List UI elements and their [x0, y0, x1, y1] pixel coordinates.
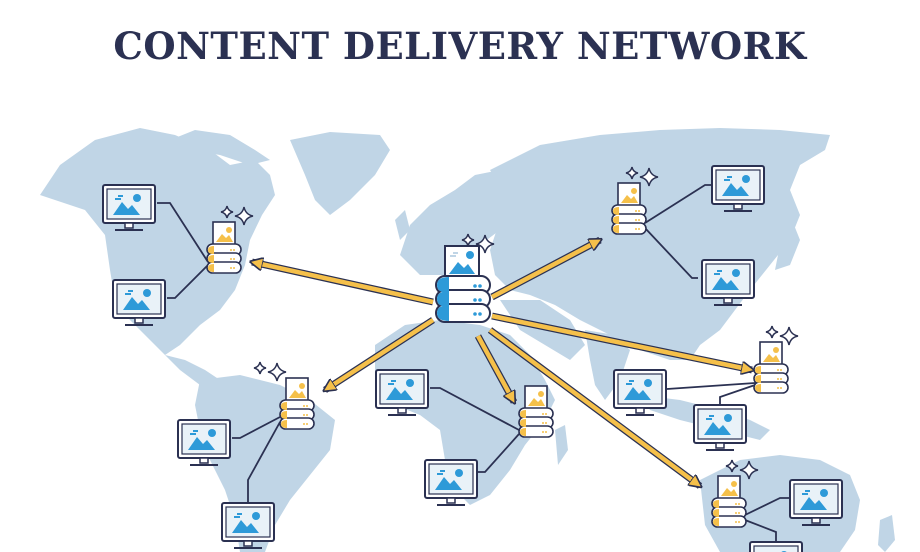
link-na-1	[157, 202, 209, 263]
link-af-1	[430, 387, 520, 431]
land-greenland	[290, 132, 390, 215]
client-monitor	[789, 479, 843, 526]
link-au-1	[744, 497, 790, 516]
client-monitor	[693, 404, 747, 451]
image-icon	[444, 245, 480, 281]
client-monitor	[424, 459, 478, 506]
arrow-to-south-east-asia	[491, 313, 752, 370]
link-asia-2	[644, 227, 698, 279]
diagram-title: CONTENT DELIVERY NETWORK	[113, 24, 807, 68]
client-monitor	[221, 502, 275, 549]
link-sea-2	[719, 384, 756, 404]
land-canada-islands	[170, 130, 270, 165]
arrow-to-north-america	[252, 262, 434, 305]
client-links	[157, 184, 790, 542]
edge-server-south-east-asia	[753, 325, 799, 394]
client-monitor	[112, 279, 166, 326]
arrow-to-asia-north	[490, 240, 600, 299]
client-monitor	[711, 165, 765, 212]
origin-server	[435, 233, 495, 323]
link-au-2	[744, 519, 777, 542]
land-africa	[375, 320, 555, 505]
land-europe	[400, 170, 520, 275]
link-af-2	[478, 433, 520, 473]
link-sa-2	[247, 421, 281, 503]
client-monitor	[177, 419, 231, 466]
client-monitor	[749, 541, 803, 552]
client-monitor	[701, 259, 755, 306]
distribution-arrows	[252, 236, 752, 489]
arrow-to-australia	[488, 328, 700, 486]
land-japan	[775, 215, 800, 270]
land-new-zealand	[878, 515, 895, 552]
link-sa-1	[232, 416, 281, 439]
link-sea-1	[666, 382, 756, 390]
arrow-to-south-america	[325, 318, 435, 390]
land-uk	[395, 210, 410, 240]
client-monitor	[375, 369, 429, 416]
arrow-to-africa	[476, 334, 514, 402]
link-asia-1	[644, 184, 712, 224]
client-monitor	[102, 184, 156, 231]
land-north-america	[40, 128, 275, 355]
land-madagascar	[555, 425, 568, 465]
client-monitor	[613, 369, 667, 416]
link-na-2	[167, 264, 209, 299]
land-india	[585, 330, 630, 400]
